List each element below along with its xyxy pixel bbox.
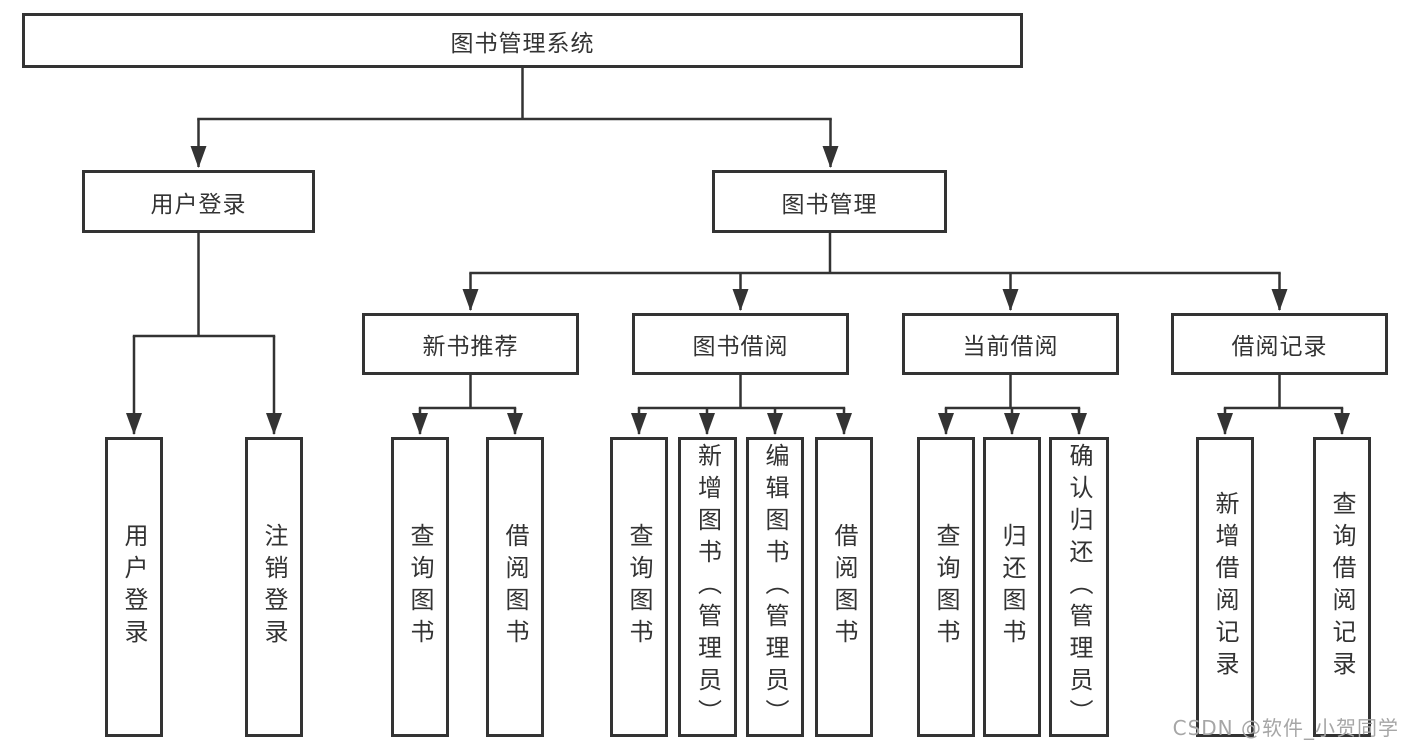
node-label: 查询图书 (406, 523, 434, 651)
node-label: 查询图书 (932, 523, 960, 651)
node-label: 图书管理 (781, 191, 878, 218)
leaf-add-borrow-record: 新增借阅记录 (1196, 437, 1254, 737)
node-label: 借阅图书 (830, 523, 858, 651)
node-label: 归还图书 (998, 523, 1026, 651)
leaf-edit-book-admin: 编辑图书（管理员） (746, 437, 804, 737)
node-book-borrow: 图书借阅 (632, 313, 849, 375)
node-label: 新增图书（管理员） (693, 443, 722, 731)
node-label: 新书推荐 (422, 334, 519, 360)
leaf-query-books-borrow: 查询图书 (610, 437, 668, 737)
node-label: 用户登录 (150, 191, 247, 218)
node-label: 当前借阅 (962, 334, 1059, 360)
leaf-add-book-admin: 新增图书（管理员） (678, 437, 737, 737)
node-label: 确认归还（管理员） (1065, 443, 1093, 731)
node-user-login: 用户登录 (82, 170, 315, 233)
node-label: 用户登录 (120, 523, 148, 651)
leaf-query-books-recommend: 查询图书 (391, 437, 449, 737)
leaf-borrow-books-borrow: 借阅图书 (815, 437, 873, 737)
node-label: 查询借阅记录 (1328, 491, 1356, 683)
node-new-book-recommend: 新书推荐 (362, 313, 579, 375)
node-label: 图书借阅 (692, 334, 789, 360)
leaf-user-login: 用户登录 (105, 437, 163, 737)
node-label: 借阅图书 (501, 523, 529, 651)
leaf-query-books-current: 查询图书 (917, 437, 975, 737)
node-label: 查询图书 (625, 523, 653, 651)
leaf-borrow-books-recommend: 借阅图书 (486, 437, 544, 737)
node-label: 图书管理系统 (450, 30, 595, 57)
leaf-return-book: 归还图书 (983, 437, 1041, 737)
leaf-logout: 注销登录 (245, 437, 303, 737)
node-label: 新增借阅记录 (1211, 491, 1239, 683)
node-current-borrow: 当前借阅 (902, 313, 1119, 375)
node-label: 注销登录 (260, 523, 288, 651)
leaf-confirm-return-admin: 确认归还（管理员） (1049, 437, 1109, 737)
leaf-query-borrow-record: 查询借阅记录 (1313, 437, 1371, 737)
node-root-library-management-system: 图书管理系统 (22, 13, 1023, 68)
node-book-management: 图书管理 (712, 170, 947, 233)
node-borrow-records: 借阅记录 (1171, 313, 1388, 375)
csdn-watermark: CSDN @软件_小贺同学 (1172, 716, 1399, 740)
node-label: 编辑图书（管理员） (761, 443, 789, 731)
node-label: 借阅记录 (1231, 334, 1328, 360)
